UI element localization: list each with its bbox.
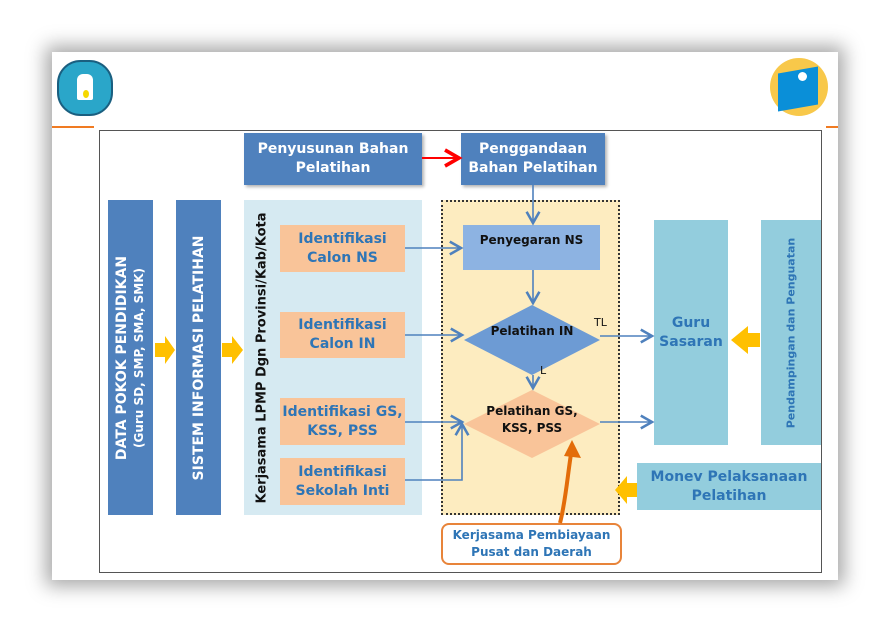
- identifikasi-calon-in-box: Identifikasi Calon IN: [280, 312, 405, 358]
- yellow-arrow-2: [222, 336, 243, 364]
- kurikulum-2013-logo: [770, 58, 828, 116]
- arrow-pembiayaan: [558, 447, 574, 524]
- penyusunan-bahan-box: Penyusunan Bahan Pelatihan: [244, 133, 422, 185]
- edge-label-l: L: [540, 364, 547, 377]
- monev-box: Monev Pelaksanaan Pelatihan: [637, 463, 821, 510]
- identifikasi-calon-ns-box: Identifikasi Calon NS: [280, 225, 405, 272]
- header-divider-left: [52, 126, 94, 128]
- kerjasama-pembiayaan-box: Kerjasama Pembiayaan Pusat dan Daerah: [441, 523, 622, 565]
- penyegaran-ns-box: [463, 225, 600, 270]
- guru-sasaran-box: [654, 220, 728, 445]
- sistem-informasi-bar: SISTEM INFORMASI PELATIHAN: [176, 200, 221, 515]
- pelatihan-gs-label: Pelatihan GS, KSS, PSS: [486, 404, 578, 435]
- yellow-arrow-pendampingan: [731, 326, 760, 354]
- yellow-arrow-1: [155, 336, 175, 364]
- guru-sasaran-label: Guru Sasaran: [659, 315, 723, 350]
- pelatihan-in-label: Pelatihan IN: [490, 324, 574, 338]
- header-divider-right: [826, 126, 838, 128]
- pelatihan-gs-diamond: [464, 390, 600, 458]
- edge-label-tl: TL: [594, 316, 607, 329]
- arrow-sekolah-inti: [405, 421, 470, 481]
- kemdikbud-logo: [57, 60, 113, 116]
- penyegaran-ns-label: Penyegaran NS: [479, 233, 584, 247]
- pelatihan-in-diamond: [464, 305, 600, 375]
- pendampingan-box: Pendampingan dan Penguatan: [761, 220, 821, 445]
- identifikasi-gs-box: Identifikasi GS, KSS, PSS: [280, 398, 405, 445]
- data-pokok-bar: DATA POKOK PENDIDIKAN(Guru SD, SMP, SMA,…: [108, 200, 153, 515]
- diagram-frame: [99, 130, 822, 573]
- penggandaan-bahan-box: Penggandaan Bahan Pelatihan: [461, 133, 605, 185]
- yellow-arrow-monev: [615, 476, 637, 504]
- identifikasi-sekolah-inti-box: Identifikasi Sekolah Inti: [280, 458, 405, 505]
